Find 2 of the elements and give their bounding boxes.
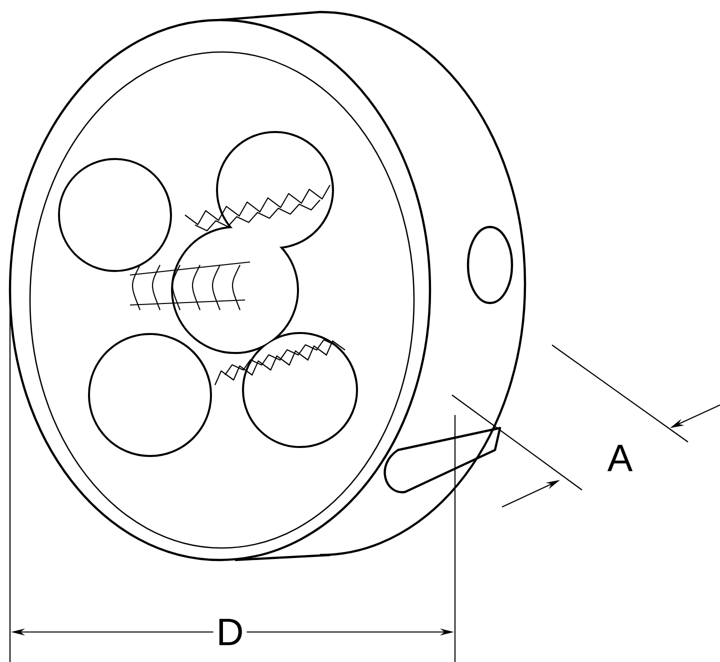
dimension-label: D [213,616,247,648]
dimension-label: A [607,444,633,472]
